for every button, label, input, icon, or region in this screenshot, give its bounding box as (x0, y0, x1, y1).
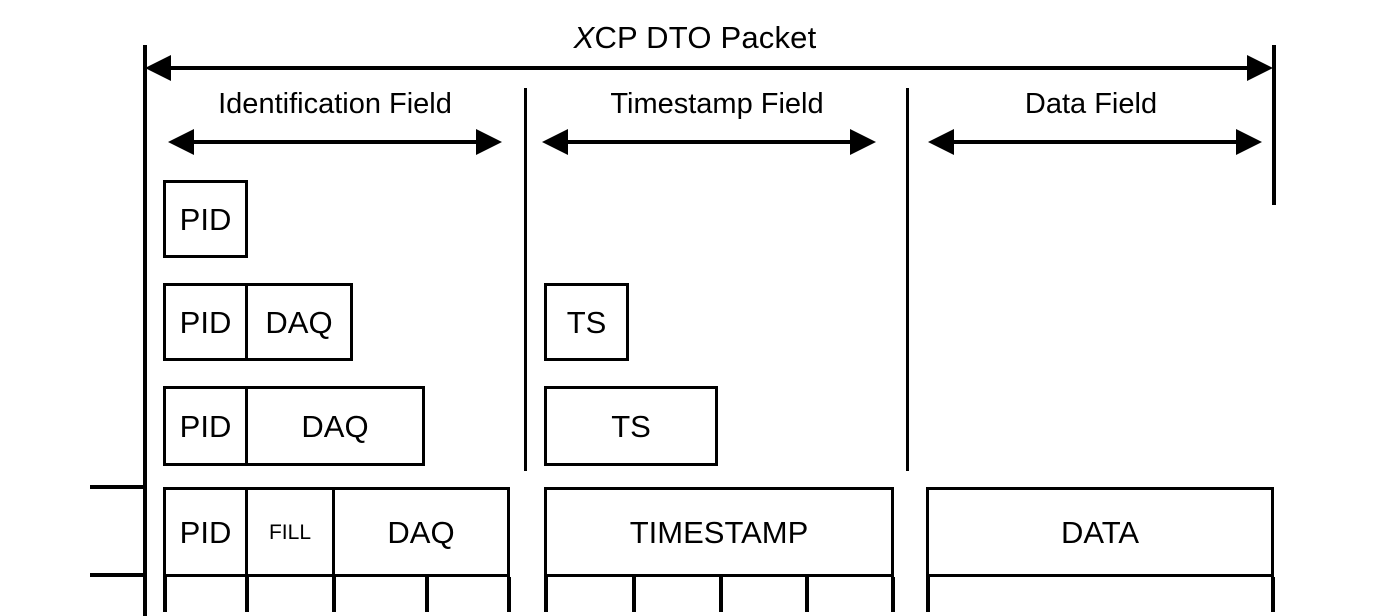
data-field-span-arrow (928, 129, 1262, 155)
identification-field-label: Identification Field (218, 88, 452, 120)
timestamp-data-divider-rule (906, 88, 909, 471)
tick-timestamp-inner-2 (719, 577, 723, 612)
arrow-shaft (157, 66, 1261, 70)
arrow-head-right-icon (850, 129, 876, 155)
row-4-top-leader-line (90, 485, 145, 489)
tick-identification-right (507, 577, 511, 612)
row-4-data-cell: DATA (926, 487, 1274, 577)
arrow-shaft (554, 140, 864, 144)
arrow-shaft (180, 140, 490, 144)
tick-fill-daq-boundary (332, 577, 336, 612)
title-rest: CP DTO Packet (594, 20, 817, 55)
row-4-timestamp-cell: TIMESTAMP (544, 487, 894, 577)
tick-timestamp-inner-1 (632, 577, 636, 612)
tick-timestamp-right (891, 577, 895, 612)
row-4-daq-cell: DAQ (332, 487, 510, 577)
row-2-pid-cell: PID (163, 283, 248, 361)
packet-right-boundary-rule (1272, 45, 1276, 205)
arrow-shaft (940, 140, 1250, 144)
title-x-italic: X (573, 20, 595, 55)
row-2-ts-cell: TS (544, 283, 629, 361)
arrow-head-right-icon (1236, 129, 1262, 155)
row-2-daq-cell: DAQ (245, 283, 353, 361)
tick-identification-left (163, 577, 167, 612)
tick-timestamp-left (544, 577, 548, 612)
packet-left-boundary-rule (143, 45, 147, 616)
xcp-dto-packet-span-arrow (145, 55, 1273, 81)
arrow-head-right-icon (1247, 55, 1273, 81)
identification-field-span-arrow (168, 129, 502, 155)
row-1-pid-cell: PID (163, 180, 248, 258)
tick-data-left (926, 577, 930, 612)
tick-timestamp-inner-3 (805, 577, 809, 612)
row-4-fill-cell: FILL (245, 487, 335, 577)
row-3-daq-cell: DAQ (245, 386, 425, 466)
tick-data-right (1271, 577, 1275, 612)
row-3-ts-cell: TS (544, 386, 718, 466)
data-field-label: Data Field (1024, 88, 1158, 120)
tick-daq-inner (425, 577, 429, 612)
page-title: XCP DTO Packet (0, 20, 1390, 56)
identification-timestamp-divider-rule (524, 88, 527, 471)
row-3-pid-cell: PID (163, 386, 248, 466)
arrow-head-right-icon (476, 129, 502, 155)
timestamp-field-label: Timestamp Field (610, 88, 824, 120)
row-4-pid-cell: PID (163, 487, 248, 577)
timestamp-field-span-arrow (542, 129, 876, 155)
tick-pid-fill-boundary (245, 577, 249, 612)
row-4-bottom-leader-line (90, 573, 145, 577)
